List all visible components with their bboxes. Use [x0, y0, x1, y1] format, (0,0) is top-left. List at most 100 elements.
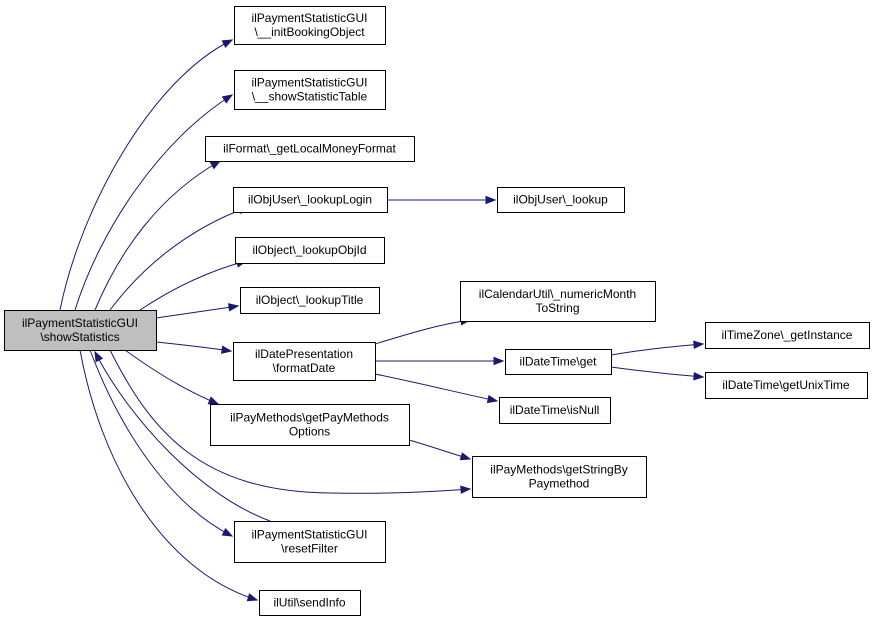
node-box — [472, 456, 647, 498]
node-label-line: ilDatePresentation — [255, 347, 353, 361]
node-formatDate[interactable]: ilDatePresentation\formatDate — [233, 342, 376, 381]
node-label-line: ilCalendarUtil\_numericMonth — [479, 287, 636, 301]
node-sendInfo[interactable]: ilUtil\sendInfo — [259, 590, 361, 616]
node-box — [233, 187, 388, 213]
node-box — [4, 310, 157, 351]
node-label-line: ilFormat\_getLocalMoneyFormat — [223, 142, 396, 156]
node-label-line: ilPaymentStatisticGUI — [22, 316, 138, 330]
edge-line — [374, 373, 498, 402]
node-dtGet[interactable]: ilDateTime\get — [505, 349, 612, 375]
node-label-line: ilPaymentStatisticGUI — [251, 76, 367, 90]
edge-root-to-initBooking — [59, 39, 234, 311]
edge-arrowhead — [693, 372, 705, 381]
edge-formatDate-to-dtGet — [375, 356, 505, 366]
node-box — [233, 342, 376, 381]
node-label-line: ilPayMethods\getStringBy — [490, 463, 627, 477]
node-box — [234, 521, 386, 563]
edge-arrowhead — [693, 340, 705, 349]
node-box — [234, 6, 386, 45]
edge-arrowhead — [94, 350, 104, 363]
edge-root-to-resetFilter — [89, 349, 234, 537]
edge-root-to-sendInfo — [79, 349, 259, 602]
node-label-line: ilPayMethods\getPayMethods — [230, 411, 389, 425]
edge-resetFilter-to-root — [94, 350, 271, 522]
edge-arrowhead — [460, 485, 472, 494]
node-box — [505, 349, 612, 375]
node-box — [240, 287, 380, 314]
nodes-layer: ilPaymentStatisticGUI\showStatisticsilPa… — [4, 6, 870, 616]
node-box — [705, 372, 868, 399]
node-box — [497, 187, 625, 213]
edge-arrowhead — [207, 396, 220, 405]
node-box — [705, 322, 870, 349]
edge-arrowhead — [485, 195, 497, 205]
node-initBooking[interactable]: ilPaymentStatisticGUI\__initBookingObjec… — [234, 6, 386, 45]
edge-arrowhead — [486, 394, 499, 404]
edge-arrowhead — [227, 303, 240, 312]
node-root[interactable]: ilPaymentStatisticGUI\showStatistics — [4, 310, 157, 351]
node-box — [460, 281, 656, 322]
edge-line — [109, 206, 249, 311]
node-moneyFormat[interactable]: ilFormat\_getLocalMoneyFormat — [205, 136, 415, 162]
node-label-line: ilDateTime\isNull — [510, 403, 600, 417]
node-label-line: ToString — [535, 301, 579, 315]
node-tzInstance[interactable]: ilTimeZone\_getInstance — [705, 322, 870, 349]
edge-line — [374, 319, 471, 345]
node-showTable[interactable]: ilPaymentStatisticGUI\__showStatisticTab… — [234, 70, 386, 110]
edge-line — [89, 349, 233, 537]
edge-line — [74, 94, 233, 311]
edge-arrowhead — [493, 356, 505, 366]
node-label-line: Options — [289, 425, 330, 439]
edge-arrowhead — [221, 39, 234, 49]
node-resetFilter[interactable]: ilPaymentStatisticGUI\resetFilter — [234, 521, 386, 563]
node-label-line: ilPaymentStatisticGUI — [251, 528, 367, 542]
edge-arrowhead — [246, 593, 259, 602]
node-box — [205, 136, 415, 162]
node-label-line: Paymethod — [529, 477, 590, 491]
edge-arrowhead — [221, 94, 234, 104]
edge-line — [610, 343, 704, 356]
node-lookupLogin[interactable]: ilObjUser\_lookupLogin — [233, 187, 388, 213]
edge-root-to-stringBy — [109, 349, 472, 494]
node-label-line: ilObject\_lookupTitle — [256, 293, 364, 307]
node-label-line: ilTimeZone\_getInstance — [722, 328, 853, 342]
edge-arrowhead — [220, 345, 233, 354]
edge-lookupLogin-to-lookup — [387, 195, 497, 205]
edge-line — [610, 366, 704, 378]
edge-formatDate-to-isNull — [374, 373, 499, 404]
edge-arrowhead — [221, 527, 234, 537]
node-label-line: ilDateTime\get — [520, 355, 598, 369]
node-label-line: ilObjUser\_lookup — [513, 193, 608, 207]
edge-line — [109, 349, 471, 494]
node-lookupObjId[interactable]: ilObject\_lookupObjId — [235, 237, 385, 264]
node-box — [259, 590, 361, 616]
node-label-line: ilDateTime\getUnixTime — [722, 378, 849, 392]
edge-arrowhead — [209, 160, 222, 170]
edge-line — [408, 439, 471, 460]
edge-line — [155, 305, 239, 319]
node-lookupTitle[interactable]: ilObject\_lookupTitle — [240, 287, 380, 314]
edge-line — [94, 160, 221, 311]
edge-root-to-showTable — [74, 94, 234, 311]
node-box — [235, 237, 385, 264]
edge-root-to-lookupLogin — [109, 206, 250, 311]
edge-root-to-lookupTitle — [155, 303, 240, 319]
node-label-line: ilObject\_lookupObjId — [252, 243, 366, 257]
node-label-line: \formatDate — [273, 361, 336, 375]
node-lookup[interactable]: ilObjUser\_lookup — [497, 187, 625, 213]
node-label-line: ilPaymentStatisticGUI — [251, 11, 367, 25]
node-box — [210, 404, 410, 446]
node-unixTime[interactable]: ilDateTime\getUnixTime — [705, 372, 868, 399]
node-label-line: \showStatistics — [40, 330, 119, 344]
edge-root-to-payOptions — [124, 349, 220, 405]
edge-line — [155, 341, 232, 352]
node-box — [499, 397, 611, 424]
edge-line — [94, 351, 271, 522]
node-label-line: \resetFilter — [281, 542, 338, 556]
edge-line — [59, 39, 233, 311]
node-isNull[interactable]: ilDateTime\isNull — [499, 397, 611, 424]
